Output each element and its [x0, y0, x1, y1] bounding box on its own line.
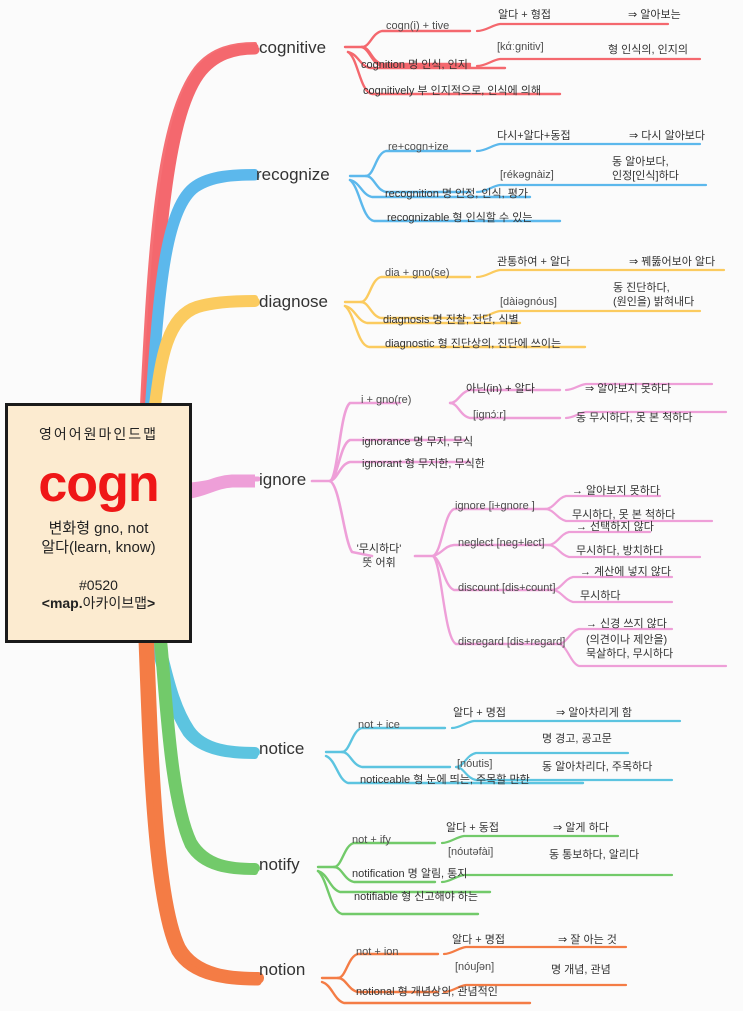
- definition-notice-verb: 동 알아차리다, 주목하다: [542, 761, 653, 773]
- synonym-arrow-neglect: → 선택하지 않다: [576, 521, 654, 533]
- literal-notion: 알다 + 명접: [452, 934, 506, 946]
- arrow-meaning-cognitive: ⇒ 알아보는: [628, 9, 681, 21]
- central-source-suffix: >: [147, 595, 156, 612]
- definition-cognitive: 형 인식의, 인지의: [608, 44, 689, 56]
- arrow-meaning-diagnose: ⇒ 꿰뚫어보아 알다: [629, 256, 716, 268]
- breakdown-notify: not + ify: [352, 834, 391, 846]
- branch-line-diagnose: [149, 268, 726, 410]
- branch-line-notion: [138, 634, 628, 1005]
- literal-ignore: 아닌(in) + 알다: [466, 383, 535, 395]
- arrow-meaning-notify: ⇒ 알게 하다: [553, 822, 609, 834]
- branch-line-notify: [154, 635, 674, 916]
- breakdown-diagnose: dia + gno(se): [385, 267, 450, 279]
- branch-title-cognitive[interactable]: cognitive: [259, 38, 327, 57]
- synonym-head-disregard: disregard [dis+regard]: [458, 636, 566, 648]
- definition-recognize-line2: 인정[인식]하다: [612, 169, 679, 182]
- phonetic-notion: [nóuʃən]: [455, 961, 495, 973]
- synonym-head-ignore: ignore [i+gnore ]: [455, 500, 535, 512]
- literal-cognitive: 알다 + 형접: [498, 9, 552, 21]
- central-variants: 변화형 gno, not 알다(learn, know): [41, 520, 155, 558]
- definition-diagnose-line1: 동 진단하다,: [613, 282, 670, 294]
- definition-diagnose: 동 진단하다, (원인을) 밝혀내다: [613, 282, 728, 310]
- derivative-recognition: recognition 명 인정, 인식, 평가: [385, 188, 528, 200]
- synonym-group-label-line2: 뜻 어휘: [362, 557, 396, 570]
- derivative-cognition: cognition 명 인식, 인지: [361, 59, 468, 71]
- central-id-block: #0520 <map.아카이브맵>: [42, 576, 155, 614]
- synonym-arrow-ignore: → 알아보지 못하다: [572, 485, 660, 497]
- arrow-meaning-notion: ⇒ 잘 아는 것: [558, 934, 617, 946]
- definition-diagnose-line2: (원인을) 밝혀내다: [613, 295, 695, 308]
- central-node[interactable]: 영어어원마인드맵 cogn 변화형 gno, not 알다(learn, kno…: [5, 403, 192, 643]
- definition-recognize-line1: 동 알아보다,: [612, 156, 669, 168]
- derivative-ignorant: ignorant 형 무지한, 무식한: [362, 458, 485, 470]
- branch-line-ignore: [187, 382, 728, 668]
- derivative-notifiable: notifiable 형 신고해야 하는: [354, 891, 479, 903]
- derivative-noticeable: noticeable 형 눈에 띄는, 주목할 만한: [360, 774, 530, 786]
- branch-title-recognize[interactable]: recognize: [256, 165, 330, 184]
- definition-recognize: 동 알아보다, 인정[인식]하다: [612, 156, 722, 184]
- breakdown-notice: not + ice: [358, 719, 400, 731]
- definition-notice-noun: 명 경고, 공고문: [542, 733, 612, 745]
- central-meaning-line: 알다(learn, know): [41, 538, 156, 556]
- branch-title-notice[interactable]: notice: [259, 739, 305, 758]
- synonym-meaning-neglect: 무시하다, 방치하다: [576, 545, 664, 557]
- arrow-meaning-ignore: ⇒ 알아보지 못하다: [585, 383, 672, 395]
- breakdown-ignore: i + gno(re): [361, 394, 412, 406]
- synonym-meaning-ignore: 무시하다, 못 본 척하다: [572, 509, 676, 521]
- literal-diagnose: 관통하여 + 알다: [497, 256, 571, 268]
- breakdown-cognitive: cogn(i) + tive: [386, 20, 450, 32]
- breakdown-recognize: re+cogn+ize: [388, 141, 449, 153]
- synonym-arrow-discount: → 계산에 넣지 않다: [580, 566, 672, 578]
- central-map-id: #0520: [79, 576, 118, 593]
- synonym-head-neglect: neglect [neg+lect]: [458, 537, 545, 549]
- derivative-recognizable: recognizable 형 인식할 수 있는: [387, 212, 533, 224]
- phonetic-cognitive: [kάːgnitiv]: [497, 41, 544, 53]
- derivative-notional: notional 형 개념상의, 관념적인: [356, 986, 498, 998]
- definition-notify: 동 통보하다, 알리다: [549, 849, 640, 861]
- branch-line-recognize: [145, 142, 708, 410]
- definition-ignore: 동 무시하다, 못 본 척하다: [576, 412, 693, 424]
- synonym-group-label-line1: '무시하다': [356, 543, 402, 555]
- synonym-group-label: '무시하다' 뜻 어휘: [343, 542, 415, 571]
- central-root-word: cogn: [38, 455, 159, 513]
- phonetic-notice: [nóutis]: [457, 758, 493, 770]
- branch-title-diagnose[interactable]: diagnose: [259, 292, 329, 311]
- phonetic-diagnose: [dàiəgnóus]: [500, 296, 557, 308]
- central-variants-line: 변화형 gno, not: [48, 520, 149, 537]
- branch-title-notion[interactable]: notion: [259, 960, 306, 979]
- synonym-meaning-disregard-line1: (의견이나 제안을): [586, 634, 668, 646]
- phonetic-recognize: [rékəgnàiz]: [500, 169, 554, 181]
- breakdown-notion: not + ion: [356, 946, 399, 958]
- definition-notion: 명 개념, 관념: [551, 964, 611, 976]
- central-header: 영어어원마인드맵: [38, 426, 159, 442]
- derivative-ignorance: ignorance 명 무지, 무식: [362, 436, 474, 448]
- branch-title-notify[interactable]: notify: [259, 855, 300, 874]
- central-source: <map.아카이브맵>: [42, 594, 155, 613]
- literal-notify: 알다 + 동접: [446, 822, 500, 834]
- arrow-meaning-recognize: ⇒ 다시 알아보다: [629, 130, 706, 142]
- central-source-name: 아카이브맵: [82, 595, 148, 612]
- literal-notice: 알다 + 명접: [453, 707, 507, 719]
- phonetic-notify: [nóutəfài]: [448, 846, 494, 858]
- derivative-notification: notification 명 알림, 통지: [352, 868, 468, 880]
- arrow-meaning-notice: ⇒ 알아차리게 함: [556, 707, 633, 719]
- central-source-prefix: <map.: [41, 595, 83, 612]
- synonym-head-discount: discount [dis+count]: [458, 582, 556, 594]
- synonym-arrow-disregard: → 신경 쓰지 않다: [586, 618, 667, 630]
- synonym-meaning-disregard-line2: 묵살하다, 무시하다: [586, 647, 674, 660]
- phonetic-ignore: [ignɔ́ːr]: [473, 409, 507, 421]
- synonym-meaning-discount: 무시하다: [580, 590, 621, 602]
- derivative-cognitively: cognitively 부 인지적으로, 인식에 의해: [363, 85, 541, 97]
- derivative-diagnostic: diagnostic 형 진단상의, 진단에 쓰이는: [385, 338, 562, 350]
- branch-title-ignore[interactable]: ignore: [259, 470, 307, 489]
- synonym-meaning-disregard: (의견이나 제안을) 묵살하다, 무시하다: [586, 634, 726, 662]
- derivative-diagnosis: diagnosis 명 진찰, 진단, 식별: [383, 314, 519, 326]
- literal-recognize: 다시+알다+동접: [497, 130, 571, 142]
